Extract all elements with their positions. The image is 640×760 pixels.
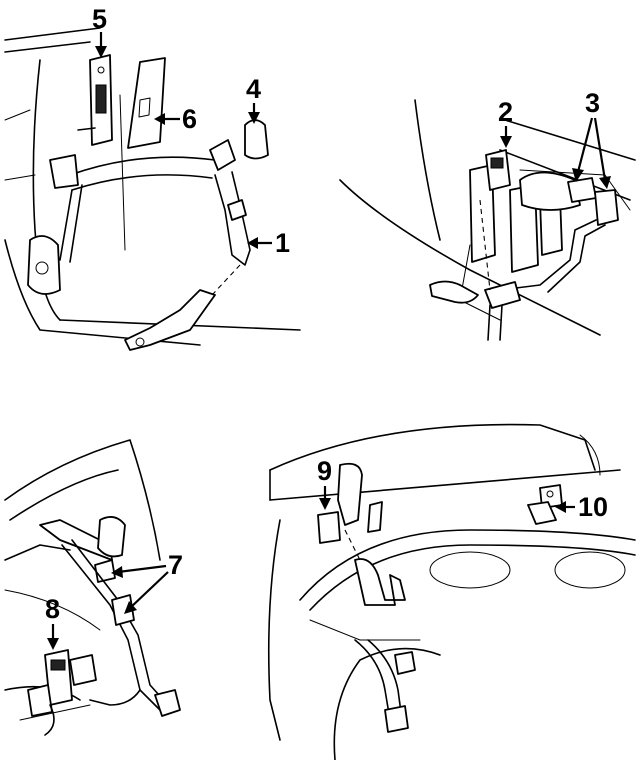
callout-label-3: 3 [585,88,600,118]
callout-label-9: 9 [317,456,332,486]
callout-label-4: 4 [246,74,261,104]
panel-front-belt [4,27,301,351]
callout-10: 10 [555,492,608,522]
height-adjuster-part [77,54,113,146]
callout-8: 8 [45,594,60,650]
panel-center-belt [339,99,636,341]
callout-label-10: 10 [578,492,608,522]
panel-rear-shelf-belt [267,423,636,760]
callout-2: 2 [498,97,513,148]
rear-buckle-part [27,649,97,736]
callout-label-6: 6 [182,104,197,134]
callout-label-1: 1 [275,228,290,258]
callout-6: 6 [154,104,197,134]
callout-label-5: 5 [92,4,107,34]
center-retractor-part [499,171,619,293]
callout-label-8: 8 [45,594,60,624]
shelf-belt-guide-part [317,462,406,606]
callout-7: 7 [111,550,183,614]
pillar-cover-part [127,57,166,149]
callout-3: 3 [572,88,611,189]
shelf-anchor-part [527,484,563,525]
callout-9: 9 [317,456,332,510]
callout-1: 1 [247,228,290,258]
panel-rear-side-belt [4,439,181,736]
callout-label-2: 2 [498,97,513,127]
guide-cover-part [244,119,269,160]
front-belt-assembly [27,139,251,351]
center-buckle-part [485,149,511,191]
rear-side-belt-part [39,516,181,717]
callout-4: 4 [246,74,261,124]
callout-label-7: 7 [168,550,183,580]
callout-5: 5 [92,4,107,58]
